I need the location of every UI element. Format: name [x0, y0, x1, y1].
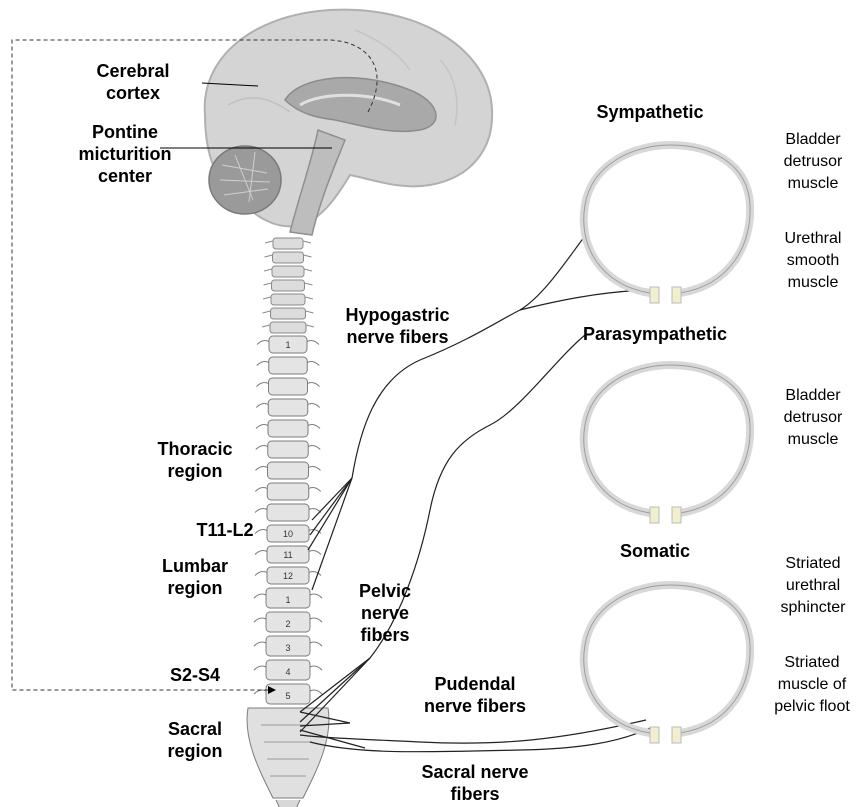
- hypogastric-branch-line: [520, 290, 646, 310]
- bladder-wall: [584, 365, 750, 513]
- label-s2-s4: S2-S4: [150, 664, 240, 686]
- cervical-vertebra: [273, 252, 304, 263]
- vertebra-number: 12: [283, 571, 293, 581]
- vertebra: [268, 399, 308, 416]
- sacral-nerve-line: [310, 728, 650, 752]
- vertebra: [268, 462, 309, 479]
- vertebra: [268, 441, 309, 458]
- vertebra: [269, 357, 308, 374]
- vertebra-number: 1: [285, 340, 290, 350]
- bladder-parasympathetic: [584, 365, 750, 523]
- urethra-right: [672, 287, 681, 303]
- pudendal-nerve-line: [300, 720, 646, 743]
- vertebra-number: 5: [285, 691, 290, 701]
- bladder-wall: [584, 145, 750, 293]
- fiber-t11: [312, 478, 352, 520]
- vertebra-number: 4: [285, 667, 290, 677]
- panel-title-parasympathetic: Parasympathetic: [565, 323, 745, 345]
- coccyx: [276, 800, 300, 807]
- label-t11-l2: T11-L2: [180, 519, 270, 541]
- bladder-sympathetic: [584, 145, 750, 303]
- vertebra: [267, 483, 309, 500]
- cervical-vertebra: [272, 266, 304, 277]
- cervical-vertebra: [271, 294, 305, 305]
- panel-title-somatic: Somatic: [605, 540, 705, 562]
- urethra-right: [672, 507, 681, 523]
- hypogastric-nerve-line: [352, 232, 588, 478]
- sacrum: [247, 708, 329, 798]
- vertebra-number: 1: [285, 595, 290, 605]
- urethra-left: [650, 727, 659, 743]
- urethra-left: [650, 507, 659, 523]
- urethra-left: [650, 287, 659, 303]
- cervical-vertebra: [270, 322, 306, 333]
- vertebra-number: 10: [283, 529, 293, 539]
- panel-title-sympathetic: Sympathetic: [580, 101, 720, 123]
- vertebra-number: 2: [285, 619, 290, 629]
- vertebra: [268, 420, 308, 437]
- vertebra: [269, 378, 308, 395]
- cervical-vertebra: [272, 280, 305, 291]
- bladder-somatic: [584, 585, 750, 743]
- brain-illustration: [205, 10, 492, 235]
- fiber-t12: [310, 478, 352, 535]
- bladder-wall: [584, 585, 750, 733]
- vertebra-number: 11: [283, 550, 292, 560]
- urethra-right: [672, 727, 681, 743]
- vertebra-number: 3: [285, 643, 290, 653]
- cervical-vertebra: [273, 238, 303, 249]
- vertebra: [267, 504, 309, 521]
- cervical-vertebra: [271, 308, 306, 319]
